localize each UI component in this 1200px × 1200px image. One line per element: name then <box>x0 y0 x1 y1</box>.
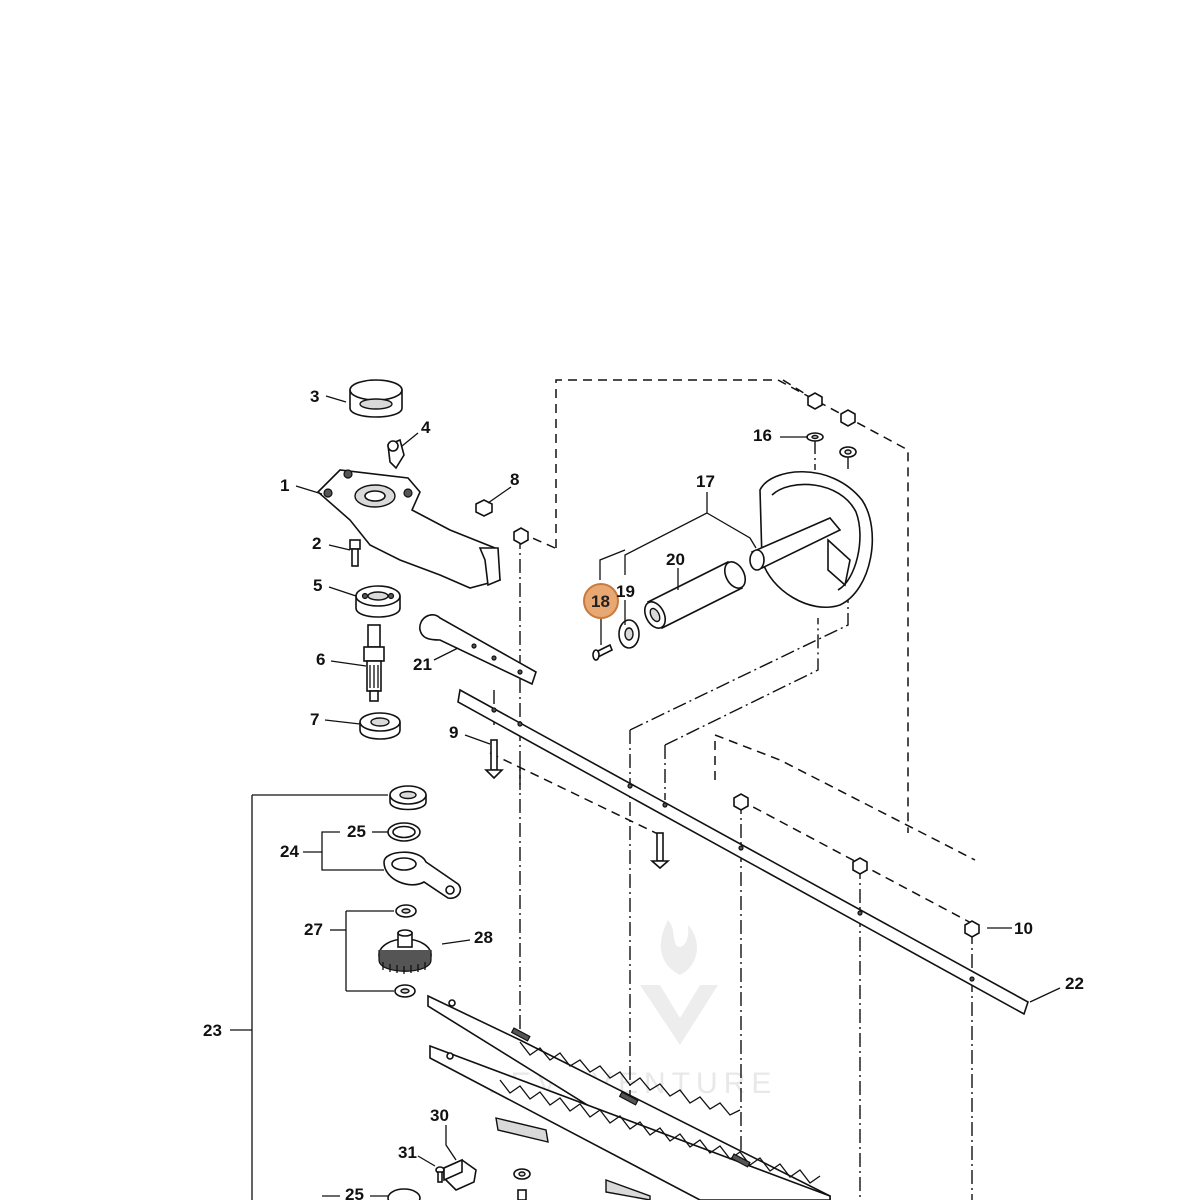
callout-18: 18 <box>591 592 610 611</box>
part-25-ring <box>387 822 421 842</box>
part-5-ball-bearing <box>355 585 401 618</box>
leader-lines <box>230 395 1061 1200</box>
callout-16: 16 <box>753 426 772 445</box>
callout-25-bottom: 25 <box>345 1185 364 1200</box>
part-10-nut <box>964 920 980 938</box>
callout-6: 6 <box>316 650 325 669</box>
callout-2: 2 <box>312 534 321 553</box>
part-20-tube <box>643 560 747 630</box>
callout-21: 21 <box>413 655 432 674</box>
callout-labels: 3 4 1 2 5 6 7 8 21 9 10 16 17 20 19 18 2… <box>203 387 1084 1200</box>
callout-20: 20 <box>666 550 685 569</box>
part-24-crank <box>383 851 462 900</box>
callout-4: 4 <box>421 418 431 437</box>
callout-24: 24 <box>280 842 299 861</box>
watermark-logo: LEVOVENTURE <box>488 920 771 1100</box>
callout-19: 19 <box>616 582 635 601</box>
part-28-gear <box>378 929 432 974</box>
bolt-b <box>649 832 671 870</box>
callout-30: 30 <box>430 1106 449 1125</box>
part-19-washer <box>618 619 640 649</box>
callout-17: 17 <box>696 472 715 491</box>
part-2-screw <box>349 539 361 567</box>
part-31-screw <box>435 1166 445 1183</box>
top-nut-b <box>840 409 856 427</box>
callout-9: 9 <box>449 723 458 742</box>
bearing-23-top <box>389 785 427 811</box>
part-27-washer-bottom <box>394 984 416 998</box>
highlight-marker-18 <box>583 583 619 619</box>
part-6-pinion-shaft <box>363 624 385 702</box>
callout-25-top: 25 <box>347 822 366 841</box>
part-7-ball-bearing <box>359 712 401 740</box>
callout-5: 5 <box>313 576 322 595</box>
nut-c <box>733 793 749 811</box>
assembly-dashed-outline <box>489 379 976 926</box>
part-3-cap <box>349 379 403 418</box>
part-27-washer-top <box>395 904 417 918</box>
part-21-plate <box>419 614 537 686</box>
top-washer-b <box>839 446 857 458</box>
cutter-blade-lower <box>429 1044 831 1200</box>
part-18-screw <box>592 643 614 661</box>
callout-3: 3 <box>310 387 319 406</box>
bottom-ring-25 <box>387 1188 421 1200</box>
callout-1: 1 <box>280 476 289 495</box>
part-16-washer <box>806 432 824 442</box>
bottom-bolt <box>517 1189 527 1200</box>
part-9-bolt <box>484 739 504 780</box>
guide-shoe <box>495 1117 651 1200</box>
callout-7: 7 <box>310 710 319 729</box>
part-8-nut <box>475 499 493 517</box>
part-30-bracket <box>443 1158 477 1191</box>
part-22-guide-bar <box>457 688 1029 1016</box>
part-4-grease-nipple <box>387 438 405 470</box>
callout-22: 22 <box>1065 974 1084 993</box>
callout-28: 28 <box>474 928 493 947</box>
callout-8: 8 <box>510 470 519 489</box>
part-1-gear-housing <box>316 469 501 589</box>
part-17-drive-plate <box>749 470 874 608</box>
bottom-washer <box>513 1168 531 1180</box>
callout-10: 10 <box>1014 919 1033 938</box>
callout-31: 31 <box>398 1143 417 1162</box>
callout-23: 23 <box>203 1021 222 1040</box>
nut-d <box>852 857 868 875</box>
stud-nut <box>513 527 529 545</box>
top-nut-a <box>807 392 823 410</box>
callout-27: 27 <box>304 920 323 939</box>
